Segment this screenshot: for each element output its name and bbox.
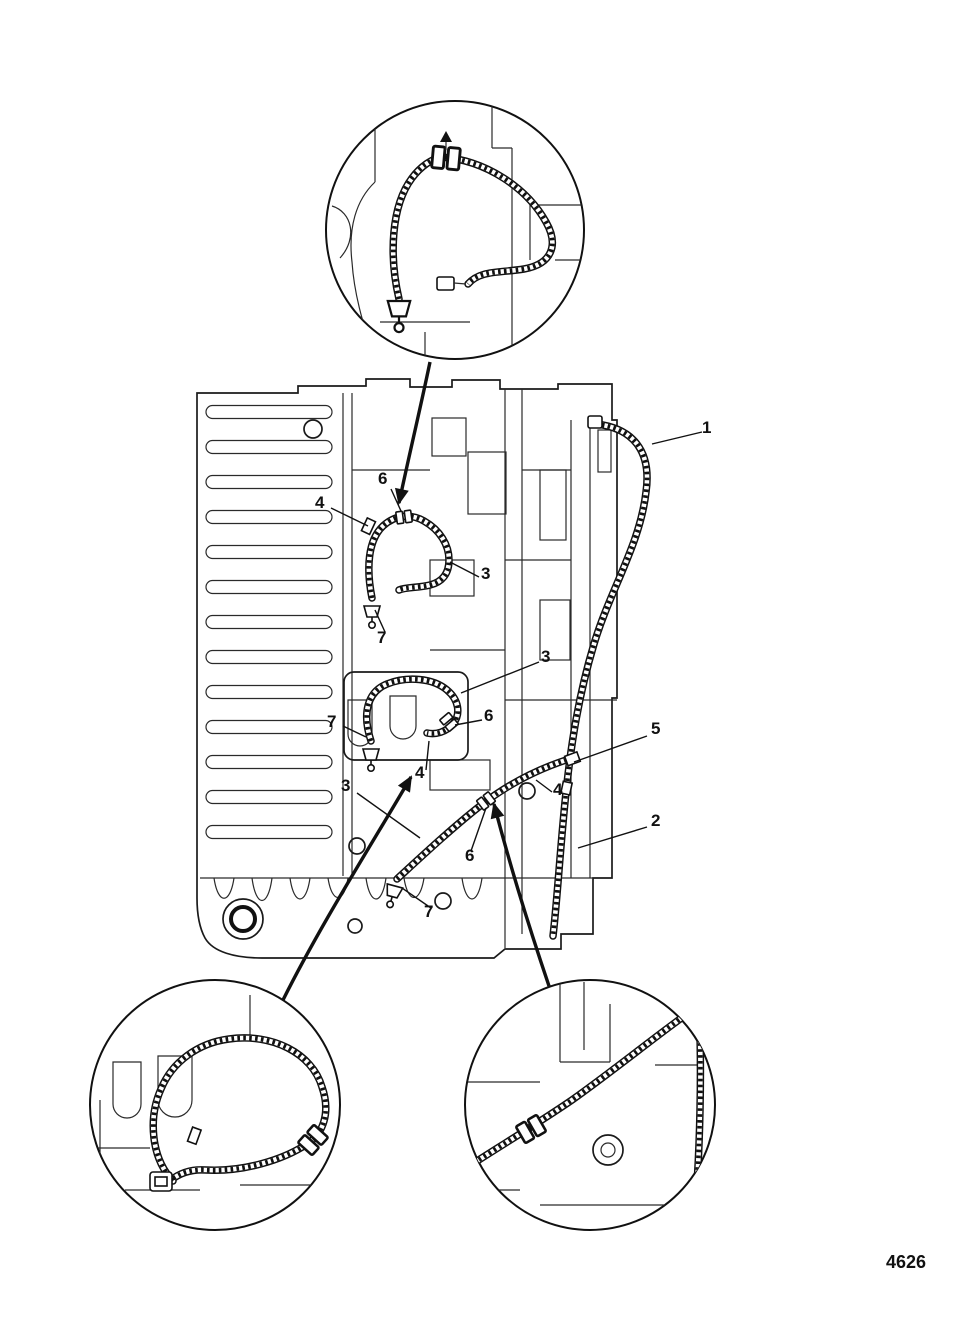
callout-5: 5 (651, 719, 661, 738)
callout-3-upper: 3 (481, 564, 491, 583)
magnifier-circle-icon (464, 979, 716, 1231)
bleed-hose-middle-loop (367, 679, 458, 741)
magnifier-circle-icon (89, 979, 341, 1231)
hose-bracket-plate (343, 671, 469, 761)
bleed-hose-long (553, 424, 647, 936)
figure-number: 4626 (886, 1252, 927, 1272)
check-valve-icon (362, 748, 380, 773)
callout-7-middle: 7 (327, 712, 337, 731)
flow-arrow-icon (440, 131, 452, 142)
detail-view-top (325, 100, 585, 360)
hose-clamp-icon (360, 516, 377, 536)
hose-end-connector-icon (436, 276, 455, 291)
callout-1: 1 (702, 418, 712, 437)
callout-7-upper: 7 (377, 628, 387, 647)
detail-pointer-arrow-bottom-right (490, 802, 551, 987)
callout-7-lower: 7 (424, 902, 434, 921)
cooling-fins (205, 404, 333, 840)
check-valve-icon (386, 299, 412, 334)
detail-view-bottom-right (464, 979, 716, 1231)
detail-view-bottom-left (89, 979, 341, 1231)
callout-6-lower: 6 (465, 846, 475, 865)
hose-clamp-icon (559, 780, 574, 796)
callout-4-middle: 4 (415, 763, 425, 782)
hose-fittings (360, 415, 603, 911)
hose-end-fitting-icon (587, 415, 603, 429)
callout-3-lower: 3 (341, 776, 351, 795)
detail-pointer-arrow-bottom-left (281, 775, 413, 1001)
bleed-hose-upper-loop (369, 516, 449, 598)
callout-6-upper: 6 (378, 469, 388, 488)
callout-4-right: 4 (553, 780, 563, 799)
engine-block-outline-drawing (196, 378, 618, 959)
callout-2: 2 (651, 811, 661, 830)
detail-pointer-arrow-top (395, 361, 432, 505)
bolt-holes (303, 419, 536, 934)
hose-fitting-icon (563, 750, 582, 767)
drain-plug-boss (222, 898, 264, 940)
connector-detail (154, 1176, 168, 1187)
callout-4-upper: 4 (315, 493, 325, 512)
magnifier-circle-icon (325, 100, 585, 360)
callout-3-middle: 3 (541, 647, 551, 666)
hose-clamp-icon (186, 1126, 203, 1146)
callout-6-middle: 6 (484, 706, 494, 725)
